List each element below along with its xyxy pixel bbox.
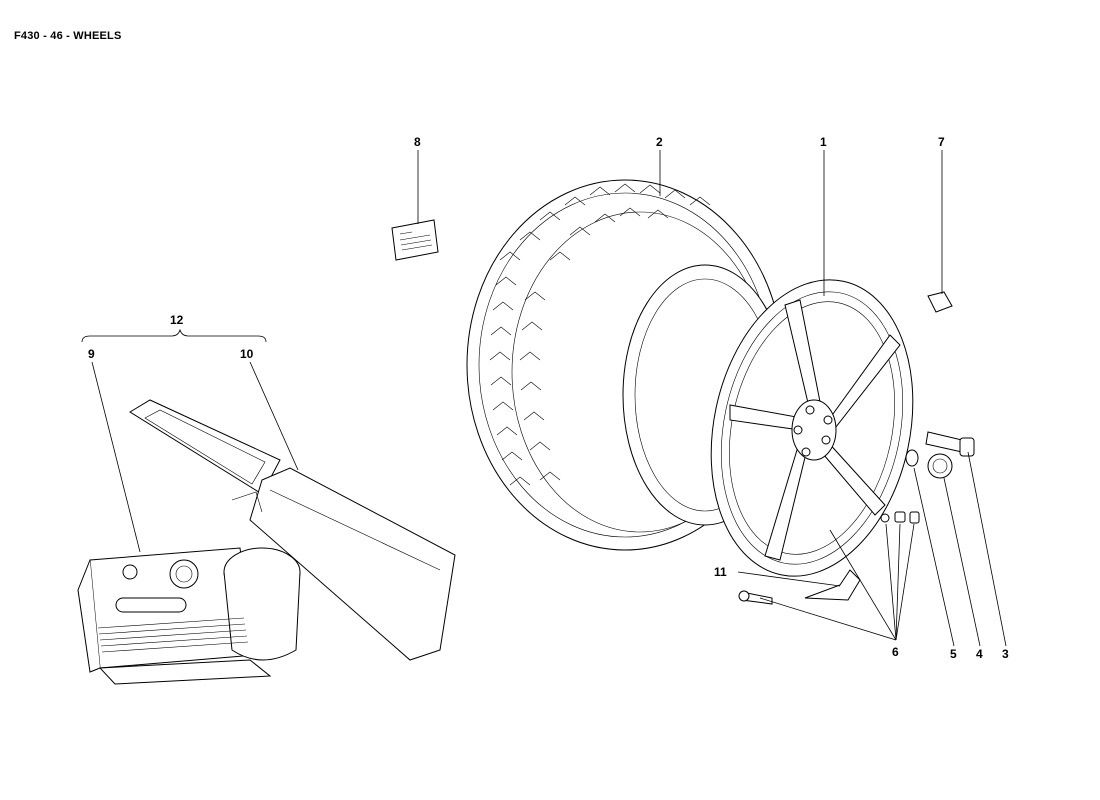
leader-lines [91,150,1007,647]
callout-5: 5 [950,647,957,661]
callout-3: 3 [1002,647,1009,661]
callout-4: 4 [976,647,983,661]
callout-11: 11 [714,565,727,579]
callout-9: 9 [88,347,95,361]
callout-12: 12 [170,313,184,327]
callout-8: 8 [414,135,421,149]
callout-1: 1 [820,135,827,149]
page-title: F430 - 46 - WHEELS [14,30,122,42]
valve-parts[interactable] [738,511,920,605]
storage-bag[interactable] [129,399,456,661]
callout-10: 10 [240,347,254,361]
center-cap[interactable] [927,453,953,479]
compressor[interactable] [77,547,301,685]
rim[interactable] [685,261,939,595]
valve-tool[interactable] [804,569,861,601]
callout-6: 6 [892,645,899,659]
callout-7: 7 [938,135,945,149]
group-bracket [81,328,267,343]
tyre-label-card[interactable] [391,219,439,261]
washer[interactable] [905,449,919,467]
callout-2: 2 [656,135,663,149]
wheel-clip[interactable] [927,291,953,313]
wheel-bolt[interactable] [925,431,975,457]
